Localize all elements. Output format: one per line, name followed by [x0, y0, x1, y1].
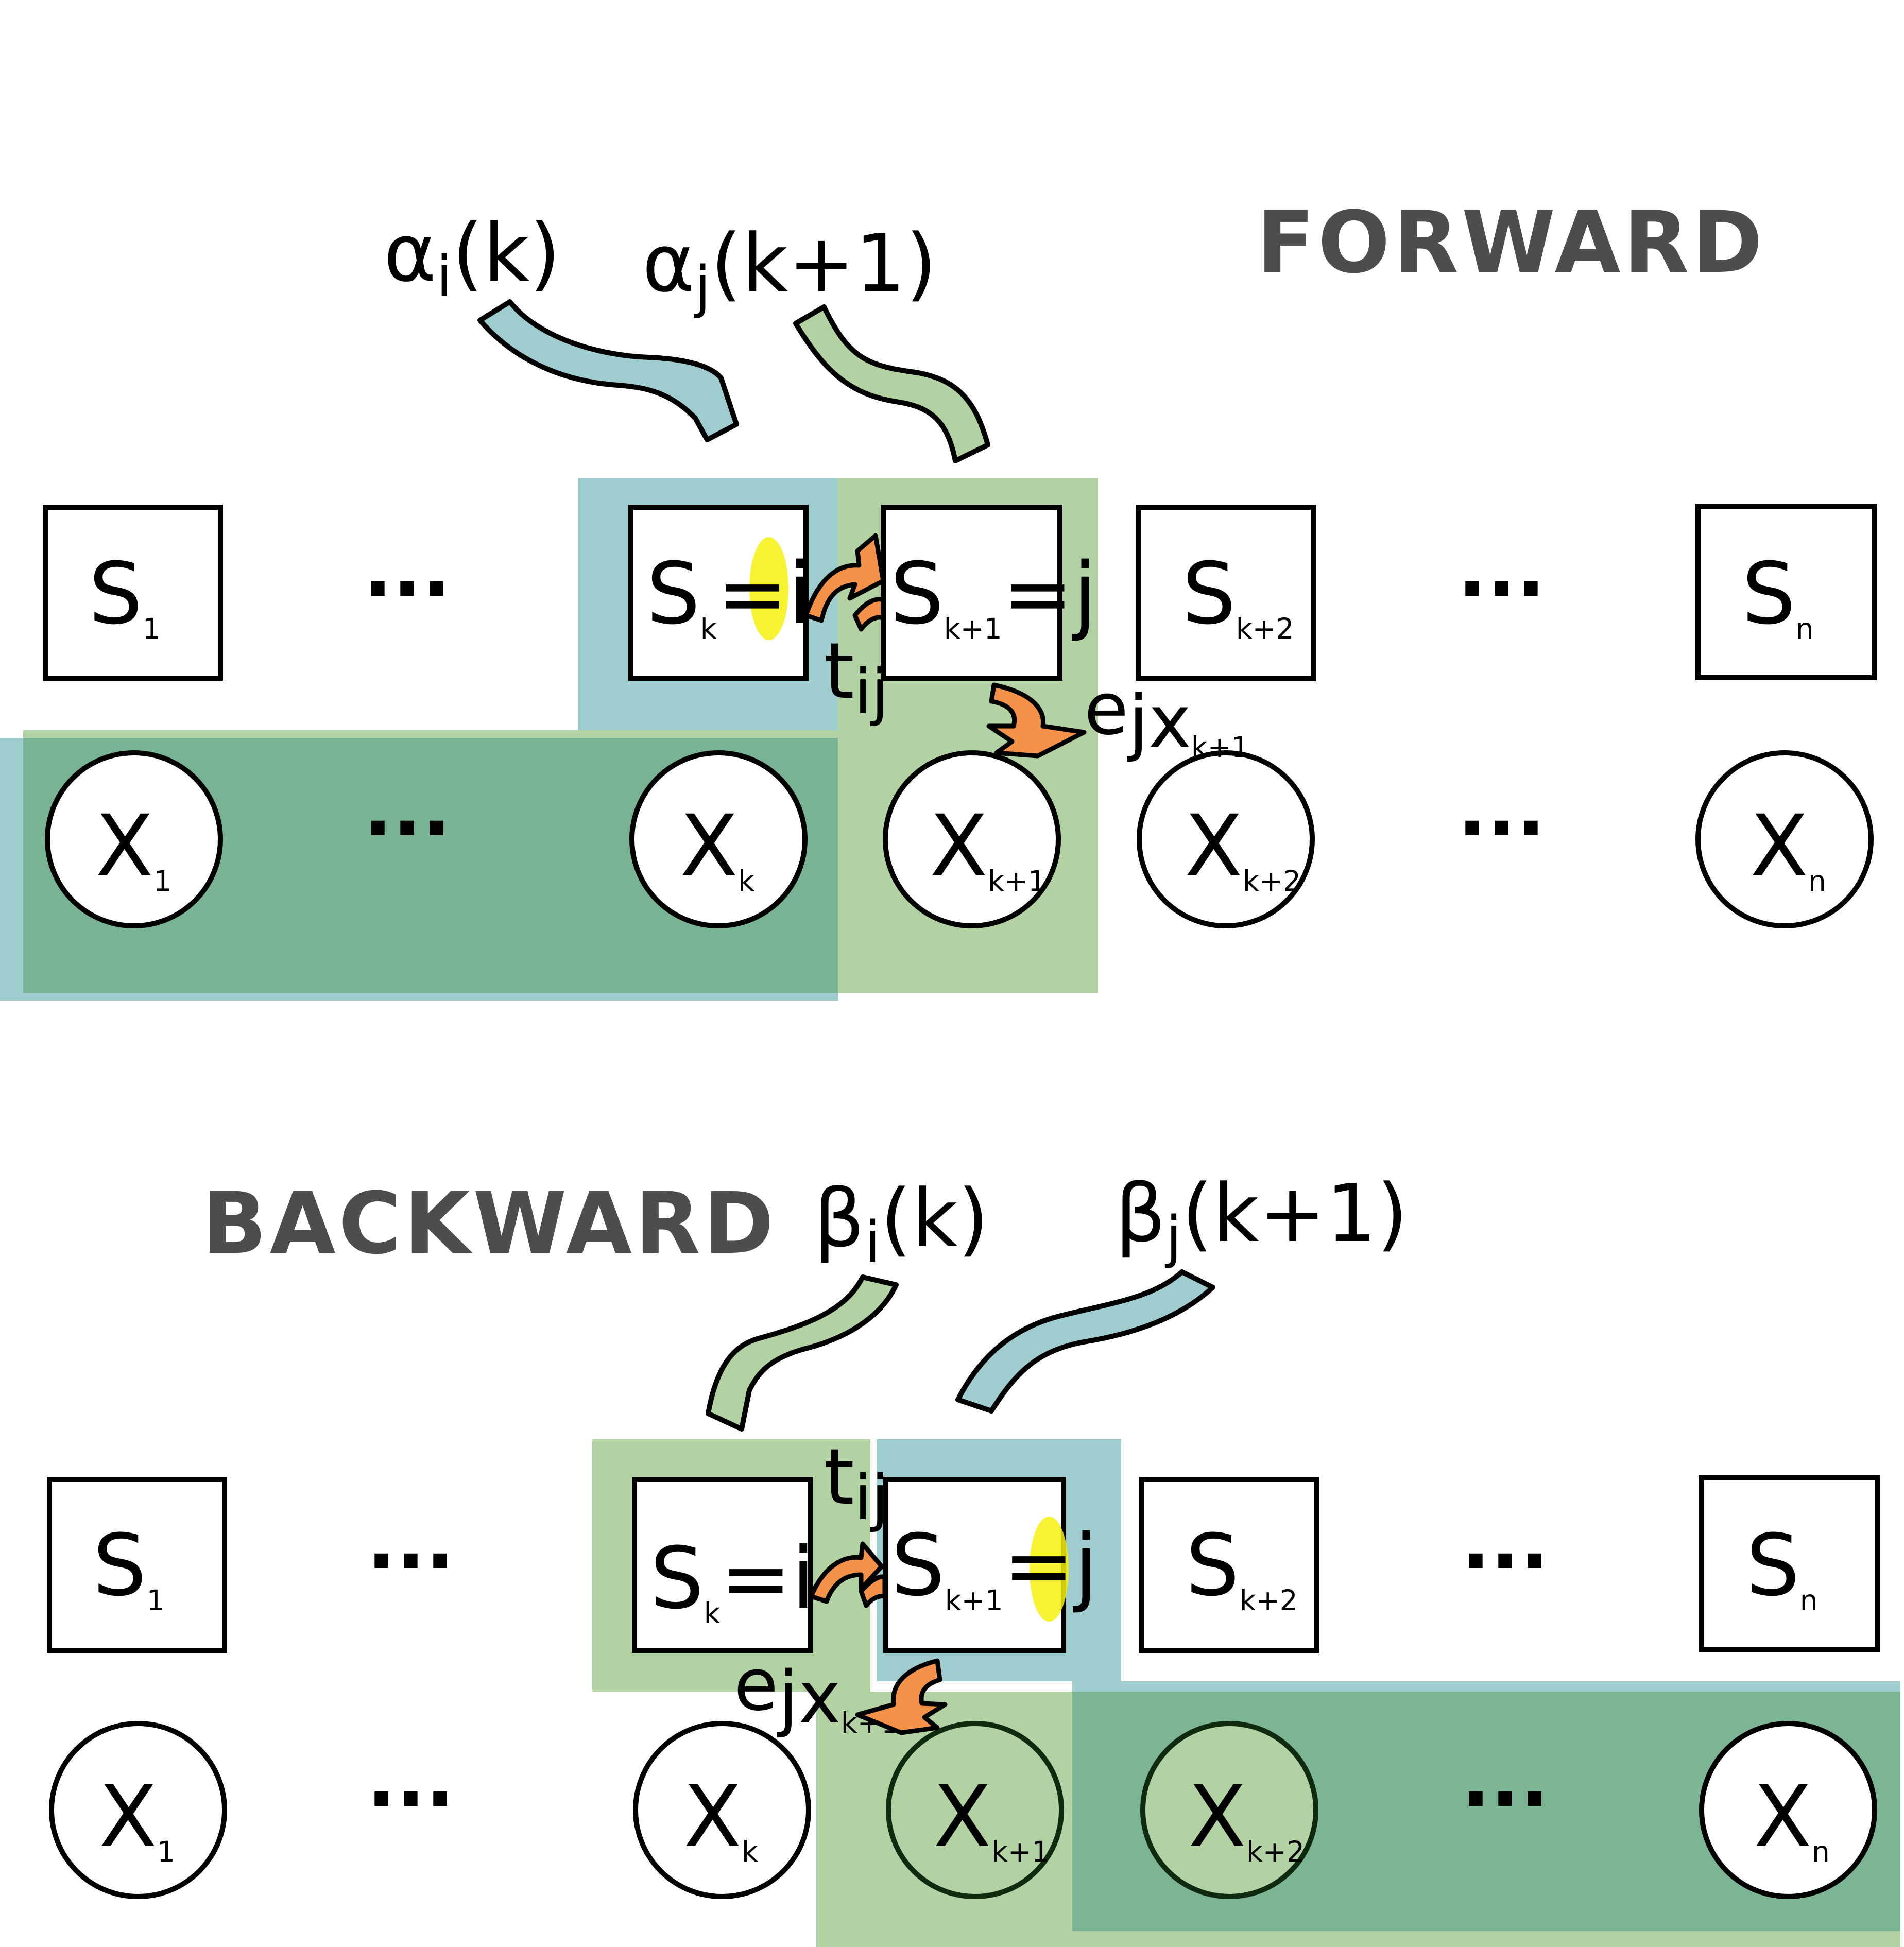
forward-transition-label: tij: [824, 627, 889, 728]
backward-beta-j-label: βj(k+1): [1115, 1167, 1408, 1270]
forward-obs-dots-left: ···: [363, 784, 451, 873]
forward-state-sn-label: Sn: [1742, 544, 1814, 645]
forward-alpha-j-label: αj(k+1): [642, 217, 937, 320]
forward-obs-xk1-circle: [883, 750, 1061, 928]
backward-state-sk-label: Sk=i: [650, 1529, 815, 1630]
forward-state-dots-right: ···: [1457, 544, 1546, 634]
backward-state-sk2-box: [1139, 1477, 1319, 1653]
backward-obs-xk-label: Xk: [683, 1767, 758, 1868]
backward-heading: BACKWARD: [202, 1174, 777, 1273]
forward-state-sk2-box: [1136, 505, 1316, 681]
forward-obs-xn-circle: [1695, 750, 1874, 928]
backward-obs-x1-circle: [49, 1721, 227, 1899]
forward-alpha-i-ribbon: [477, 299, 739, 442]
forward-state-sk1-label: Sk+1=j: [890, 544, 1097, 645]
forward-state-sk-label: Sk=i: [646, 544, 812, 645]
backward-obs-dots-right: ···: [1461, 1754, 1549, 1844]
backward-obs-xn-label: Xn: [1754, 1767, 1830, 1868]
forward-state-sk1-box: [881, 505, 1062, 681]
backward-obs-x1-label: X1: [99, 1767, 175, 1868]
backward-beta-i-ribbon: [706, 1274, 899, 1432]
backward-beta-i-label: βi(k): [814, 1172, 989, 1275]
forward-state-s1-label: S1: [89, 544, 161, 645]
forward-obs-xk1-label: Xk+1: [930, 797, 1046, 898]
forward-obs-xk-circle: [629, 750, 808, 928]
backward-emission-label: ejxk+1: [734, 1643, 899, 1740]
forward-state-s1-box: [43, 505, 223, 681]
backward-state-s1-box: [47, 1477, 227, 1653]
backward-state-sk-box: [632, 1477, 813, 1653]
forward-alpha-j-ribbon: [793, 304, 990, 463]
forward-heading: FORWARD: [1257, 193, 1765, 292]
backward-state-s1-label: S1: [93, 1516, 165, 1617]
backward-beta-j-ribbon: [955, 1269, 1215, 1414]
forward-emission-label: ejxk+1: [1084, 667, 1249, 764]
forward-obs-xk2-circle: [1137, 750, 1315, 928]
backward-state-sn-label: Sn: [1746, 1516, 1818, 1617]
forward-obs-xk2-label: Xk+2: [1185, 797, 1301, 898]
backward-transition-arrow: [809, 1541, 887, 1608]
backward-state-sk1-label: Sk+1=j: [891, 1516, 1098, 1617]
forward-emission-arrow: [986, 682, 1087, 759]
forward-obs-dots-right: ···: [1457, 784, 1546, 873]
forward-obs-x1-label: X1: [95, 797, 171, 898]
backward-obs-xk-circle: [633, 1721, 811, 1899]
forward-state-sn-box: [1695, 504, 1877, 680]
forward-panel: FORWARD αi(k) αj(k+1) S1 Sk=i Sk+1=j Sk+…: [0, 193, 1877, 1001]
backward-state-sk2-label: Sk+2: [1186, 1516, 1298, 1617]
forward-obs-xn-label: Xn: [1750, 797, 1826, 898]
backward-beta-k-region-bridge: [816, 1681, 870, 1692]
forward-obs-x1-circle: [45, 750, 223, 928]
forward-obs-xk-label: Xk: [680, 797, 754, 898]
backward-emission-arrow: [855, 1658, 948, 1735]
backward-state-dots-right: ···: [1461, 1517, 1549, 1606]
backward-obs-xk2-circle: [1140, 1721, 1318, 1899]
forward-state-sk2-label: Sk+2: [1182, 544, 1294, 645]
backward-obs-xn-circle: [1699, 1721, 1877, 1899]
backward-state-sn-box: [1699, 1475, 1880, 1652]
backward-obs-xk1-label: Xk+1: [933, 1767, 1050, 1868]
backward-transition-label: tij: [824, 1433, 889, 1534]
backward-state-dots-left: ···: [367, 1517, 455, 1606]
backward-panel: BACKWARD βi(k) βj(k+1) S1 Sk=i Sk+1=j Sk…: [47, 1167, 1900, 1947]
forward-highlight-i: [749, 537, 788, 640]
forward-alpha-k1-region-left: [23, 730, 838, 738]
forward-state-dots-left: ···: [363, 544, 451, 634]
backward-obs-xk1-circle: [886, 1721, 1064, 1899]
forward-alpha-i-label: αi(k): [384, 206, 560, 309]
backward-beta-k1-region-bottom: [1072, 1681, 1900, 1692]
forward-transition-arrow: [803, 533, 886, 632]
backward-highlight-j: [1030, 1517, 1069, 1622]
backward-obs-xk2-label: Xk+2: [1188, 1767, 1305, 1868]
backward-obs-dots-left: ···: [367, 1754, 455, 1844]
